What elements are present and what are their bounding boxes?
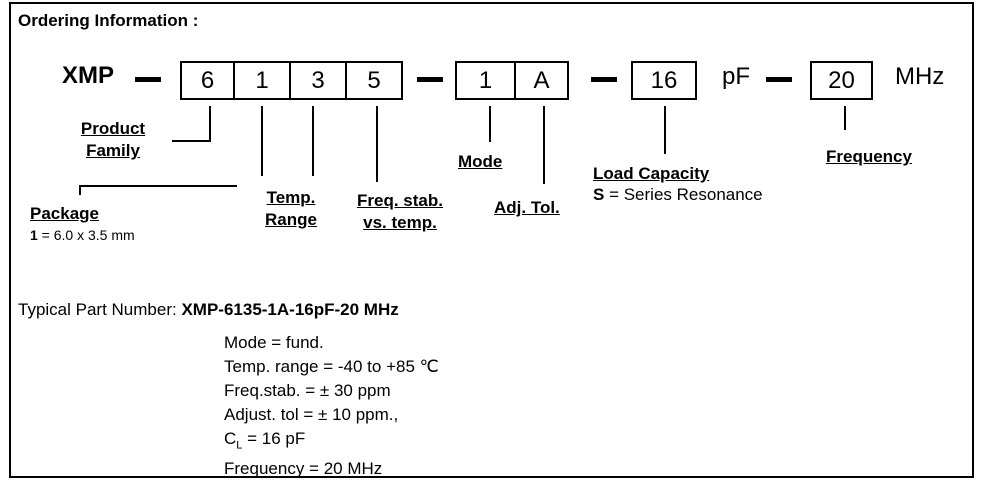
load-note: S = Series Resonance: [593, 185, 763, 205]
ordering-info-frame: [9, 2, 974, 478]
detail-cl-value: = 16 pF: [242, 429, 306, 448]
package-note-value: = 6.0 x 3.5 mm: [37, 227, 135, 243]
leader-package-h: [79, 185, 237, 187]
code-digit-package: 1: [233, 61, 291, 100]
detail-adj-tol: Adjust. tol = ± 10 ppm.,: [224, 405, 399, 424]
leader-load-capacity: [664, 106, 666, 154]
label-load-capacity: Load Capacity: [593, 164, 710, 183]
leader-package-tick: [79, 185, 81, 195]
code-prefix: XMP: [62, 62, 115, 89]
typical-part: XMP-6135-1A-16pF-20 MHz: [181, 300, 399, 319]
code-load-value: 16: [631, 61, 697, 100]
leader-frequency: [844, 106, 846, 130]
detail-load-capacitance: CL = 16 pF: [224, 427, 439, 457]
label-temp-range-line2: Range: [265, 210, 317, 229]
detail-freq-stab: Freq.stab. = ± 30 ppm: [224, 381, 391, 400]
label-freq-stab: Freq. stab. vs. temp.: [344, 190, 456, 234]
load-note-value: = Series Resonance: [604, 185, 763, 204]
label-frequency: Frequency: [826, 147, 912, 166]
leader-temp-range: [312, 106, 314, 176]
leader-mode: [489, 106, 491, 142]
package-note: 1 = 6.0 x 3.5 mm: [30, 227, 135, 243]
code-digit-family: 6: [180, 61, 235, 100]
typical-label: Typical Part Number:: [18, 300, 182, 319]
label-temp-range: Temp. Range: [256, 187, 326, 231]
typical-part-number: Typical Part Number: XMP-6135-1A-16pF-20…: [18, 300, 399, 320]
label-freq-stab-line2: vs. temp.: [363, 213, 437, 232]
detail-temp-range: Temp. range = -40 to +85 ℃: [224, 357, 439, 376]
leader-package-v: [261, 106, 263, 176]
code-digit-adj-tol: A: [514, 61, 569, 100]
detail-mode: Mode = fund.: [224, 333, 324, 352]
label-adj-tol: Adj. Tol.: [494, 198, 560, 217]
freq-unit: MHz: [895, 63, 945, 90]
package-note-key: 1: [30, 227, 38, 243]
leader-adj-tol: [543, 106, 545, 184]
label-product-family-line2: Family: [86, 141, 140, 160]
label-mode: Mode: [458, 152, 503, 171]
detail-cl-symbol: C: [224, 429, 237, 448]
load-unit: pF: [722, 63, 751, 90]
code-digit-freq-stab: 5: [345, 61, 403, 100]
label-product-family-line1: Product: [80, 119, 146, 138]
dash-4: [766, 77, 792, 82]
leader-product-family-v: [209, 106, 211, 142]
detail-cl-subscript: L: [236, 439, 243, 452]
detail-frequency: Frequency = 20 MHz: [224, 459, 383, 479]
label-product-family: Product Family: [72, 118, 154, 162]
code-digit-temp-range: 3: [289, 61, 347, 100]
dash-1: [135, 77, 161, 82]
label-package: Package: [30, 204, 99, 223]
code-freq-value: 20: [810, 61, 873, 100]
leader-product-family-h: [172, 140, 211, 142]
leader-freq-stab: [376, 106, 378, 182]
section-title: Ordering Information :: [18, 11, 199, 30]
code-digit-mode: 1: [455, 61, 516, 100]
label-temp-range-line1: Temp.: [266, 188, 316, 207]
dash-3: [591, 77, 617, 82]
label-freq-stab-line1: Freq. stab.: [357, 191, 443, 210]
dash-2: [417, 77, 443, 82]
load-note-key: S: [593, 185, 605, 204]
typical-details: Mode = fund. Temp. range = -40 to +85 ℃ …: [224, 331, 439, 481]
